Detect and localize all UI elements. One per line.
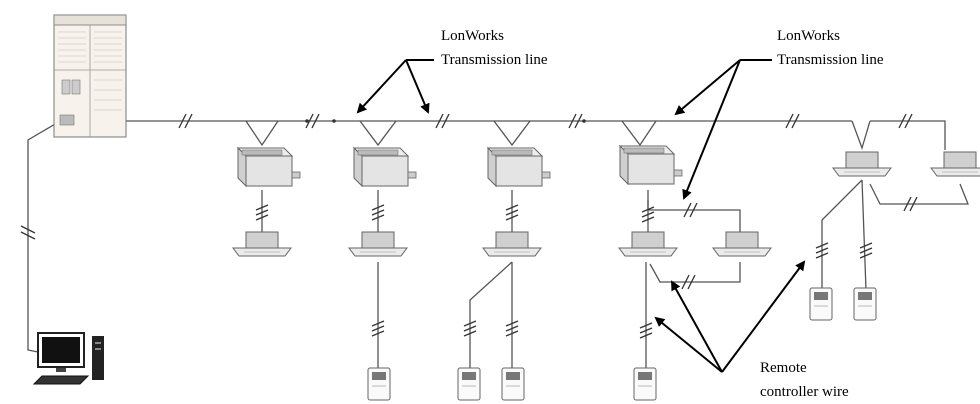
duct-indoor-unit-icon — [619, 145, 683, 185]
cassette-indoor-unit-icon — [832, 151, 892, 177]
transmission-label-right-line2: Transmission line — [777, 52, 884, 68]
cassette-indoor-unit-icon — [348, 231, 408, 257]
remote-controller-icon — [809, 287, 833, 321]
remote-controller-icon — [457, 367, 481, 401]
cassette-indoor-unit-icon — [482, 231, 542, 257]
cassette-indoor-unit-icon — [618, 231, 678, 257]
transmission-label-right-line1: LonWorks — [777, 28, 840, 44]
wiring — [20, 113, 969, 368]
computer-icon — [32, 332, 104, 385]
transmission-label-left-line2: Transmission line — [441, 52, 548, 68]
outdoor-unit-icon — [53, 14, 127, 138]
cassette-indoor-unit-icon — [930, 151, 980, 177]
callout-arrows — [356, 59, 806, 373]
remote-controller-icon — [367, 367, 391, 401]
duct-indoor-unit-icon — [487, 147, 551, 187]
remote-wire-label-line1: Remote — [760, 360, 807, 376]
cassette-indoor-unit-icon — [712, 231, 772, 257]
transmission-label-left-line1: LonWorks — [441, 28, 504, 44]
remote-controller-icon — [501, 367, 525, 401]
duct-indoor-unit-icon — [237, 147, 301, 187]
remote-wire-label-line2: controller wire — [760, 384, 849, 400]
remote-controller-icon — [853, 287, 877, 321]
cassette-indoor-unit-icon — [232, 231, 292, 257]
duct-indoor-unit-icon — [353, 147, 417, 187]
remote-controller-icon — [633, 367, 657, 401]
